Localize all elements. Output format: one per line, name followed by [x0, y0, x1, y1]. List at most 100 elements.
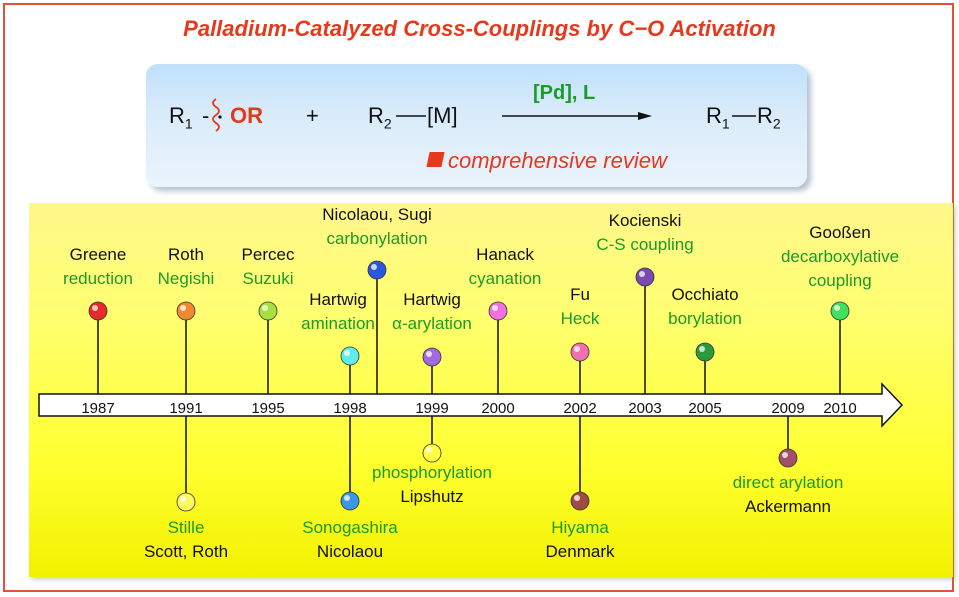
r1-label: R: [169, 103, 185, 128]
event-author: Percec: [242, 245, 295, 264]
event-marker-icon: [88, 301, 108, 321]
event-marker-icon: [176, 492, 196, 512]
r2-subscript: 2: [383, 115, 392, 132]
year-label-2005: 2005: [688, 400, 721, 417]
event-marker-icon: [422, 443, 442, 463]
event-marker-icon: [340, 346, 360, 366]
r1-subscript: 1: [184, 115, 193, 132]
reaction-scheme-box: [146, 64, 807, 187]
event-author: Denmark: [546, 542, 615, 561]
event-reaction: Stille: [168, 518, 205, 537]
timeline-event: Greene reduction: [63, 245, 133, 394]
event-marker-icon: [176, 301, 196, 321]
event-author: Fu: [570, 285, 590, 304]
event-author: Nicolaou: [317, 542, 383, 561]
plus-sign: +: [306, 103, 319, 128]
year-label-2002: 2002: [563, 400, 596, 417]
event-author: Lipshutz: [400, 487, 463, 506]
event-author: Hanack: [476, 245, 534, 264]
event-author: Greene: [70, 245, 127, 264]
timeline-event: Nicolaou, Sugi carbonylation: [322, 205, 432, 394]
event-author: Occhiato: [671, 285, 738, 304]
timeline-arrow: [38, 382, 904, 428]
event-marker-highlight: [574, 346, 580, 352]
event-marker-icon: [570, 491, 590, 511]
year-label-2000: 2000: [481, 400, 514, 417]
event-marker-highlight: [344, 350, 350, 356]
timeline-event: Occhiato borylation: [668, 285, 742, 394]
reactant-r2: R2: [368, 103, 392, 131]
event-reaction: Heck: [561, 309, 600, 328]
event-reaction: amination: [301, 314, 375, 333]
timeline-event: Hartwig amination: [301, 290, 375, 394]
event-marker-highlight: [344, 495, 350, 501]
event-marker-icon: [258, 301, 278, 321]
product-bond-line: [732, 115, 756, 117]
event-author: Ackermann: [745, 497, 831, 516]
review-label: comprehensive review: [448, 148, 667, 173]
event-marker-icon: [830, 301, 850, 321]
event-reaction: carbonylation: [326, 229, 427, 248]
event-marker-highlight: [426, 447, 432, 453]
event-reaction: C-S coupling: [596, 235, 693, 254]
figure-title: Palladium-Catalyzed Cross-Couplings by C…: [183, 16, 776, 41]
event-marker-highlight: [639, 271, 645, 277]
event-reaction: Negishi: [158, 269, 215, 288]
event-marker-highlight: [426, 351, 432, 357]
event-marker-icon: [340, 491, 360, 511]
event-reaction: reduction: [63, 269, 133, 288]
product-r1-label: R: [706, 103, 722, 128]
event-marker-highlight: [371, 264, 377, 270]
year-label-1999: 1999: [415, 400, 448, 417]
event-author: Nicolaou, Sugi: [322, 205, 432, 224]
r2-label: R: [368, 103, 384, 128]
timeline-panel: [29, 203, 953, 577]
event-reaction-line2: coupling: [808, 271, 871, 290]
event-marker-icon: [695, 342, 715, 362]
event-reaction: Hiyama: [551, 518, 609, 537]
product-r1-subscript: 1: [721, 115, 730, 132]
event-marker-highlight: [834, 305, 840, 311]
event-marker-highlight: [262, 305, 268, 311]
event-marker-icon: [570, 342, 590, 362]
year-label-1987: 1987: [81, 400, 114, 417]
reaction-arrow: [502, 112, 652, 120]
product-r2-label: R: [757, 103, 773, 128]
event-reaction: Suzuki: [242, 269, 293, 288]
catalyst-label: [Pd], L: [533, 82, 596, 104]
year-label-2010: 2010: [823, 400, 856, 417]
metal-label: [M]: [427, 103, 458, 128]
product-r2-subscript: 2: [772, 115, 781, 132]
event-author: Hartwig: [403, 290, 461, 309]
event-marker-highlight: [574, 495, 580, 501]
year-label-2009: 2009: [771, 400, 804, 417]
event-reaction: α-arylation: [392, 314, 472, 333]
event-marker-icon: [422, 347, 442, 367]
event-author: Gooßen: [809, 223, 870, 242]
event-marker-icon: [367, 260, 387, 280]
figure-frame: [3, 3, 954, 592]
event-reaction: borylation: [668, 309, 742, 328]
event-author: Scott, Roth: [144, 542, 228, 561]
event-marker-icon: [778, 448, 798, 468]
year-label-2003: 2003: [628, 400, 661, 417]
year-label-1991: 1991: [169, 400, 202, 417]
event-marker-highlight: [782, 452, 788, 458]
event-marker-highlight: [92, 305, 98, 311]
event-marker-icon: [488, 301, 508, 321]
year-label-1995: 1995: [251, 400, 284, 417]
event-author: Kocienski: [609, 211, 682, 230]
event-author: Hartwig: [309, 290, 367, 309]
event-marker-highlight: [699, 346, 705, 352]
or-group-label: OR: [230, 103, 263, 128]
event-reaction: phosphorylation: [372, 463, 492, 482]
